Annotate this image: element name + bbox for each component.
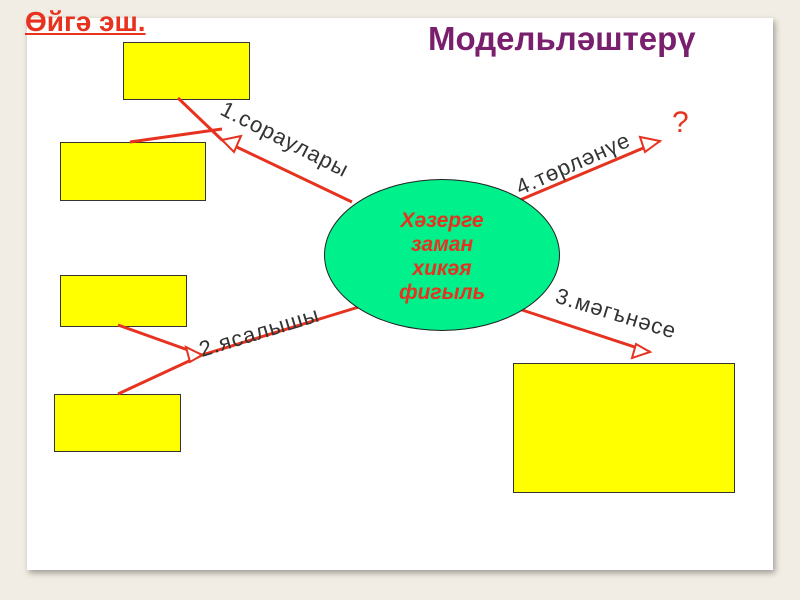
branch-1-line xyxy=(221,138,353,204)
arrowhead-branch-1 xyxy=(219,134,243,154)
answer-box-3[interactable] xyxy=(513,363,735,493)
center-line-3: хикәя xyxy=(412,257,472,280)
center-line-4: фигыль xyxy=(398,281,486,304)
center-line-1: Хәзерге xyxy=(400,209,484,232)
arrowhead-branch-2 xyxy=(184,345,205,364)
slide-title: Модельләштерү xyxy=(428,20,696,57)
box-1-top-connector xyxy=(176,96,224,142)
center-label: Хәзерге заман хикәя фигыль xyxy=(324,209,560,305)
center-line-2: заман xyxy=(410,233,474,256)
arrowhead-branch-4 xyxy=(638,135,663,154)
homework-heading: Өйгә эш. xyxy=(25,6,146,37)
question-mark: ? xyxy=(672,106,689,139)
branch-4-line xyxy=(519,139,661,202)
center-ellipse xyxy=(324,179,560,331)
box-2-bottom-connector xyxy=(117,353,203,396)
answer-box-2-bottom[interactable] xyxy=(54,394,181,452)
branch-2-line xyxy=(201,304,363,357)
box-1-bottom-connector xyxy=(129,127,223,144)
answer-box-1-top[interactable] xyxy=(123,42,250,100)
arrowhead-branch-3 xyxy=(630,342,653,360)
branch-3-line xyxy=(509,304,651,354)
